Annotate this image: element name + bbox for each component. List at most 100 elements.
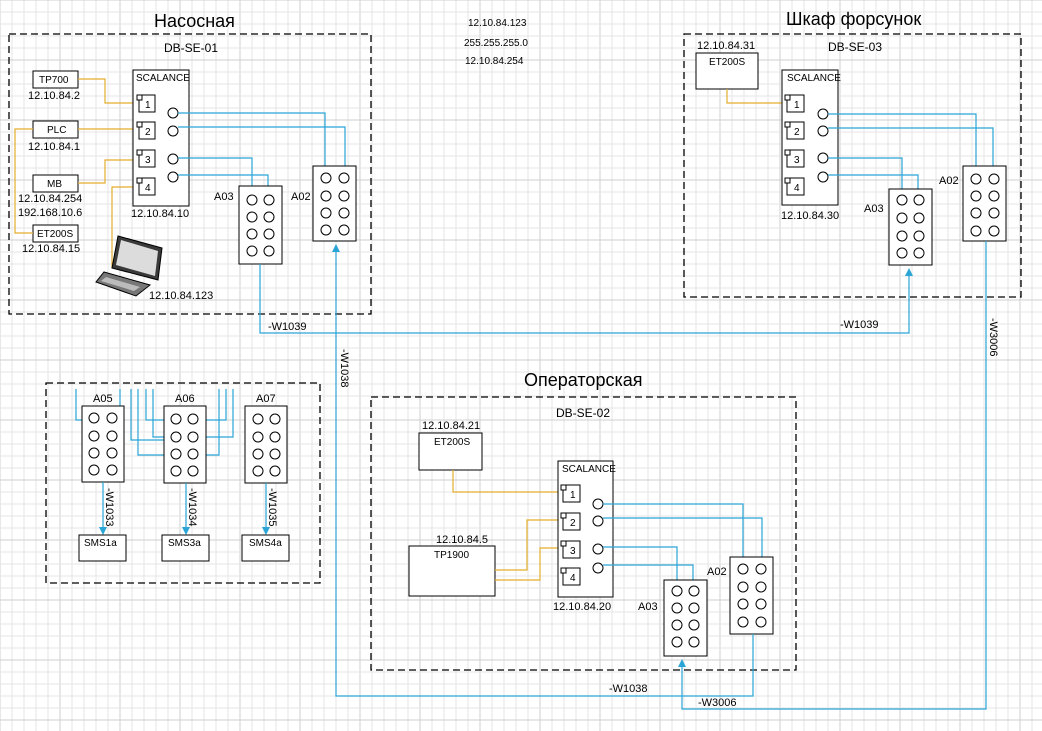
- sms4a-device: SMS4a: [241, 534, 290, 562]
- switch-port-4: 4: [784, 177, 805, 196]
- switch-port-2: 2: [136, 121, 156, 140]
- network-mask: 255.255.255.0: [464, 38, 528, 49]
- patch-panel-a02: A02: [291, 165, 357, 242]
- et200s-device: 12.10.84.21 ET200S: [418, 420, 483, 471]
- switch-label: SCALANCE: [787, 73, 841, 84]
- switch-ip: 12.10.84.30: [781, 210, 839, 222]
- arrow-icon: [99, 527, 107, 535]
- patch-panel-a03: A03: [214, 185, 283, 265]
- svg-text:A05: A05: [93, 393, 113, 405]
- switch-ip: 12.10.84.20: [553, 601, 611, 613]
- switch-port-4: 4: [136, 177, 156, 196]
- cabinet-frame: [370, 396, 797, 671]
- device-ip-secondary: 192.168.10.6: [18, 207, 82, 219]
- svg-text:A02: A02: [291, 191, 311, 203]
- device-label: MB: [47, 179, 62, 190]
- patch-panel-a06: A06: [163, 393, 207, 484]
- switch-port-2: 2: [560, 512, 581, 531]
- svg-text:SMS4a: SMS4a: [249, 538, 282, 549]
- device-label: TP700: [39, 75, 69, 86]
- switch-port-4: 4: [560, 567, 581, 586]
- cabinet-frame: [683, 33, 1022, 298]
- device-ip: 12.10.84.2: [28, 90, 80, 102]
- svg-text:1: 1: [145, 100, 151, 111]
- svg-text:4: 4: [570, 573, 576, 584]
- room-forsunki: Шкаф форсунок DB-SE-03 12.10.84.31 ET200…: [683, 9, 1022, 298]
- tp1900-device: 12.10.84.5 TP1900: [408, 534, 496, 597]
- svg-text:1: 1: [794, 100, 800, 111]
- switch-port-1: 1: [560, 484, 581, 503]
- switch-port-1: 1: [136, 94, 156, 113]
- svg-text:A02: A02: [707, 566, 727, 578]
- svg-text:A03: A03: [214, 191, 234, 203]
- patch-panel-a02: A02: [707, 556, 774, 635]
- svg-text:3: 3: [794, 155, 800, 166]
- switch-port-3: 3: [560, 540, 581, 559]
- device-ip: 12.10.84.5: [436, 534, 488, 546]
- arrow-icon: [678, 659, 686, 667]
- device-label: ET200S: [709, 57, 745, 68]
- switch-label: SCALANCE: [136, 73, 190, 84]
- cable-label: -W1039: [268, 321, 307, 333]
- sms1a-device: SMS1a: [78, 534, 127, 562]
- switch-label: SCALANCE: [562, 464, 616, 475]
- patch-panel-a03: A03: [638, 579, 708, 657]
- switch-port-1: 1: [784, 94, 805, 113]
- network-info: 12.10.84.123 255.255.255.0 12.10.84.254: [464, 18, 528, 67]
- room-title: Операторская: [524, 370, 642, 390]
- device-ip: 12.10.84.21: [422, 420, 480, 432]
- room-nasosnaya: Насосная DB-SE-01 TP700 12.10.84.2 PLC 1…: [8, 11, 372, 315]
- switch-port-2: 2: [784, 121, 805, 140]
- svg-text:A06: A06: [175, 393, 195, 405]
- device-label: ET200S: [37, 229, 73, 240]
- device-ip: 12.10.84.1: [28, 141, 80, 153]
- arrow-icon: [182, 527, 190, 535]
- tp700-device: TP700 12.10.84.2: [28, 70, 80, 102]
- device-ip: 12.10.84.31: [697, 40, 755, 52]
- svg-text:SMS1a: SMS1a: [84, 538, 117, 549]
- switch-port-3: 3: [784, 149, 805, 168]
- svg-text:3: 3: [145, 155, 151, 166]
- svg-text:2: 2: [794, 127, 800, 138]
- network-gateway: 12.10.84.254: [465, 56, 524, 67]
- cable-label: -W3006: [987, 318, 999, 357]
- svg-text:1: 1: [570, 490, 576, 501]
- trunk-cables: -W1039 -W1039 -W1038 -W1038 -W3006 -W300…: [259, 241, 999, 710]
- cabinet-label: DB-SE-01: [164, 41, 218, 55]
- plc-device: PLC 12.10.84.1: [28, 120, 80, 153]
- cable-label: -W1038: [338, 349, 350, 388]
- cabinet-label: DB-SE-03: [828, 40, 882, 54]
- svg-text:3: 3: [570, 546, 576, 557]
- arrow-icon: [332, 244, 340, 252]
- cable-label: -W1035: [266, 488, 278, 527]
- laptop-icon: [95, 235, 163, 297]
- room-panels: A05 A06 A07 -W103: [45, 382, 321, 584]
- sms3a-device: SMS3a: [161, 534, 210, 562]
- cable-label: -W1034: [186, 488, 198, 527]
- laptop-ip: 12.10.84.123: [149, 290, 213, 302]
- switch-scalance: SCALANCE 12.10.84.10 1 2 3 4: [131, 69, 190, 220]
- cable-label: -W3006: [698, 697, 737, 709]
- switch-port-3: 3: [136, 149, 156, 168]
- room-title: Насосная: [154, 11, 235, 31]
- cabinet-label: DB-SE-02: [556, 406, 610, 420]
- device-label: PLC: [47, 125, 66, 136]
- device-ip: 12.10.84.15: [22, 243, 80, 255]
- svg-text:A03: A03: [864, 203, 884, 215]
- svg-text:A02: A02: [939, 175, 959, 187]
- patch-panel-a07: A07: [244, 393, 288, 484]
- svg-text:2: 2: [570, 518, 576, 529]
- svg-text:4: 4: [145, 183, 151, 194]
- device-ip: 12.10.84.254: [18, 193, 82, 205]
- switch-ip: 12.10.84.10: [131, 208, 189, 220]
- cable-label: -W1039: [840, 319, 879, 331]
- room-operatorskaya: Операторская DB-SE-02 12.10.84.21 ET200S…: [370, 370, 797, 671]
- et200s-device: ET200S 12.10.84.15: [22, 224, 80, 255]
- device-label: TP1900: [434, 550, 469, 561]
- patch-panel-a02: A02: [939, 165, 1007, 242]
- arrow-icon: [262, 527, 270, 535]
- svg-text:4: 4: [794, 183, 800, 194]
- room-title: Шкаф форсунок: [786, 9, 921, 29]
- svg-text:2: 2: [145, 127, 151, 138]
